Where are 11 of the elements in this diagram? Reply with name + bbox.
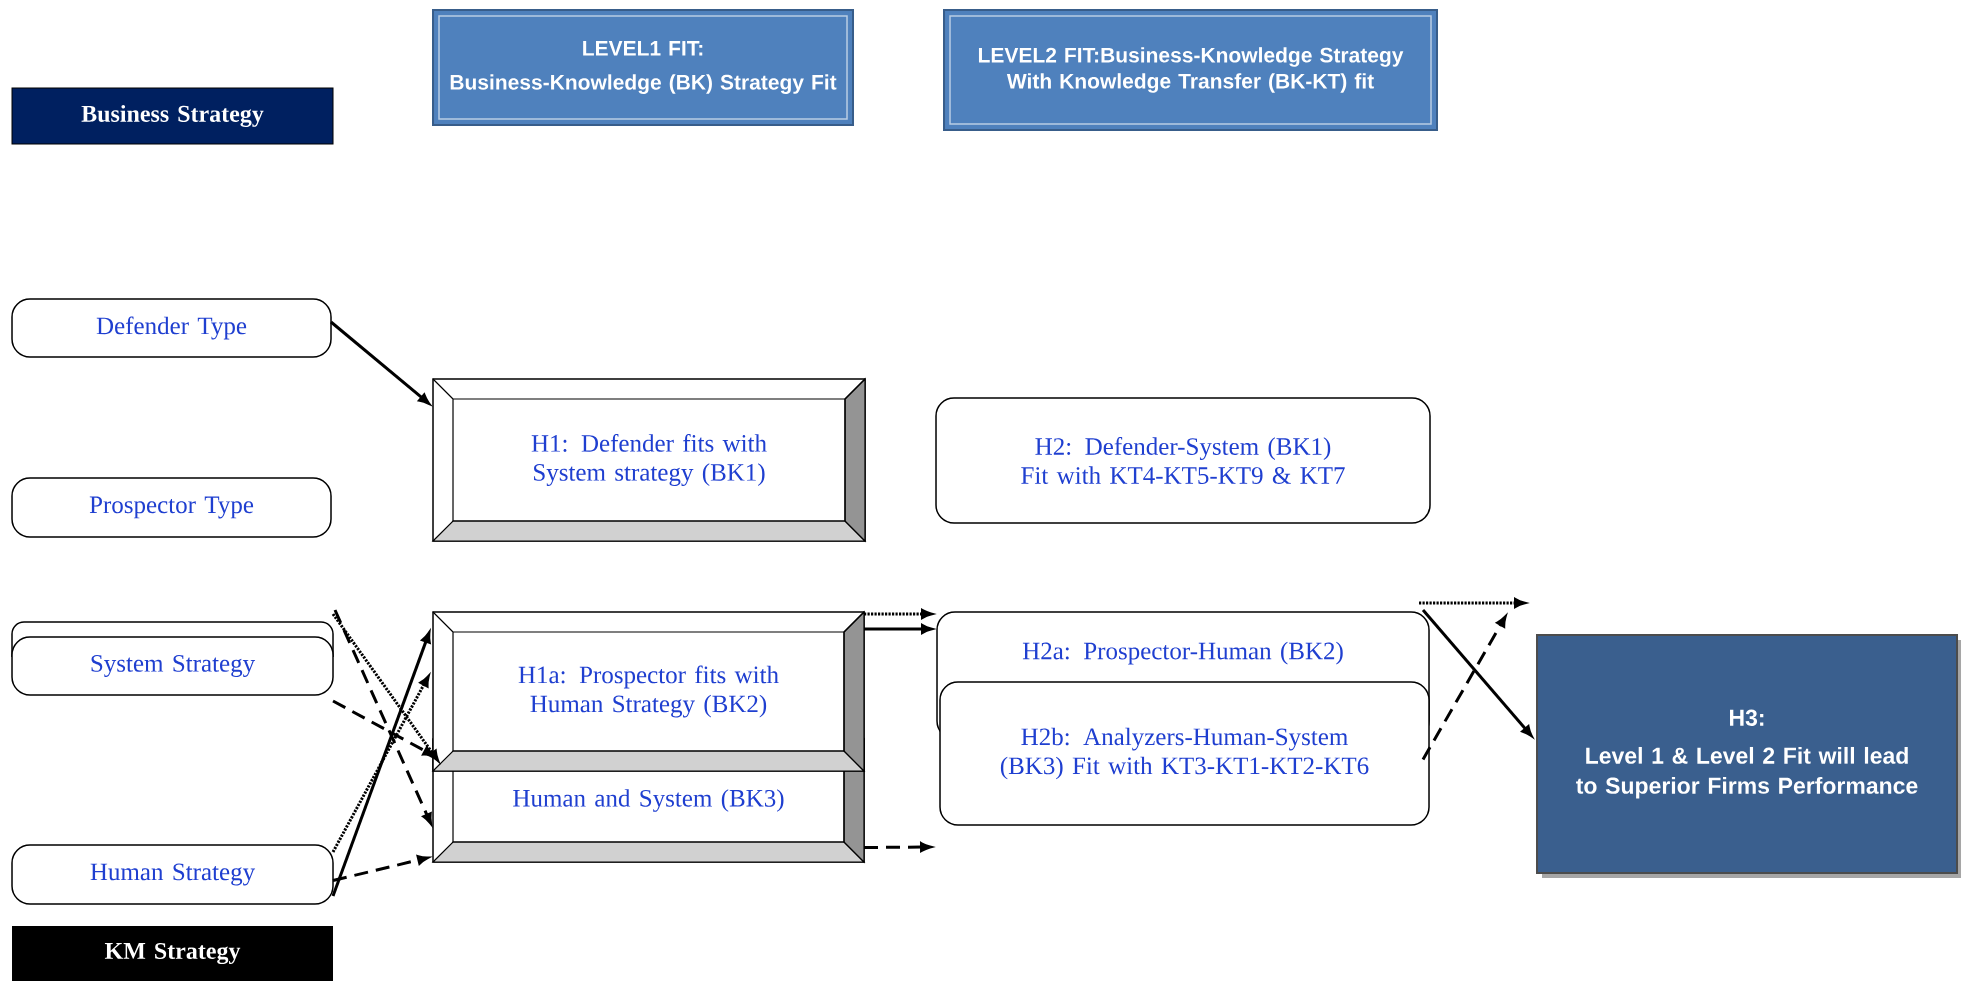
outcome-box: H3: Level 1 & Level 2 Fit will lead to Superior Firms Performance: [1536, 634, 1961, 878]
header-box: LEVEL1 FIT: Business-Knowledge (BK) Strategy Fit: [432, 9, 854, 126]
strategy-box: Defender Type: [11, 298, 332, 358]
header-box: LEVEL2 FIT:Business-Knowledge Strategy With Knowledge Transfer (BK-KT) fit: [943, 9, 1438, 131]
section-heading-box: KM Strategy: [12, 926, 333, 981]
hypothesis-box: H2b: Analyzers-Human-System (BK3) Fit with KT3-KT1-KT2-KT6: [939, 681, 1430, 826]
hypothesis-box: H2: Defender-System (BK1) Fit with KT4-KT5-KT9 & KT7: [935, 397, 1431, 524]
section-heading-box: Business Strategy: [11, 87, 334, 145]
strategy-box: System Strategy: [11, 636, 334, 696]
strategy-box: Human Strategy: [11, 844, 334, 905]
strategy-box: Prospector Type: [11, 477, 332, 538]
